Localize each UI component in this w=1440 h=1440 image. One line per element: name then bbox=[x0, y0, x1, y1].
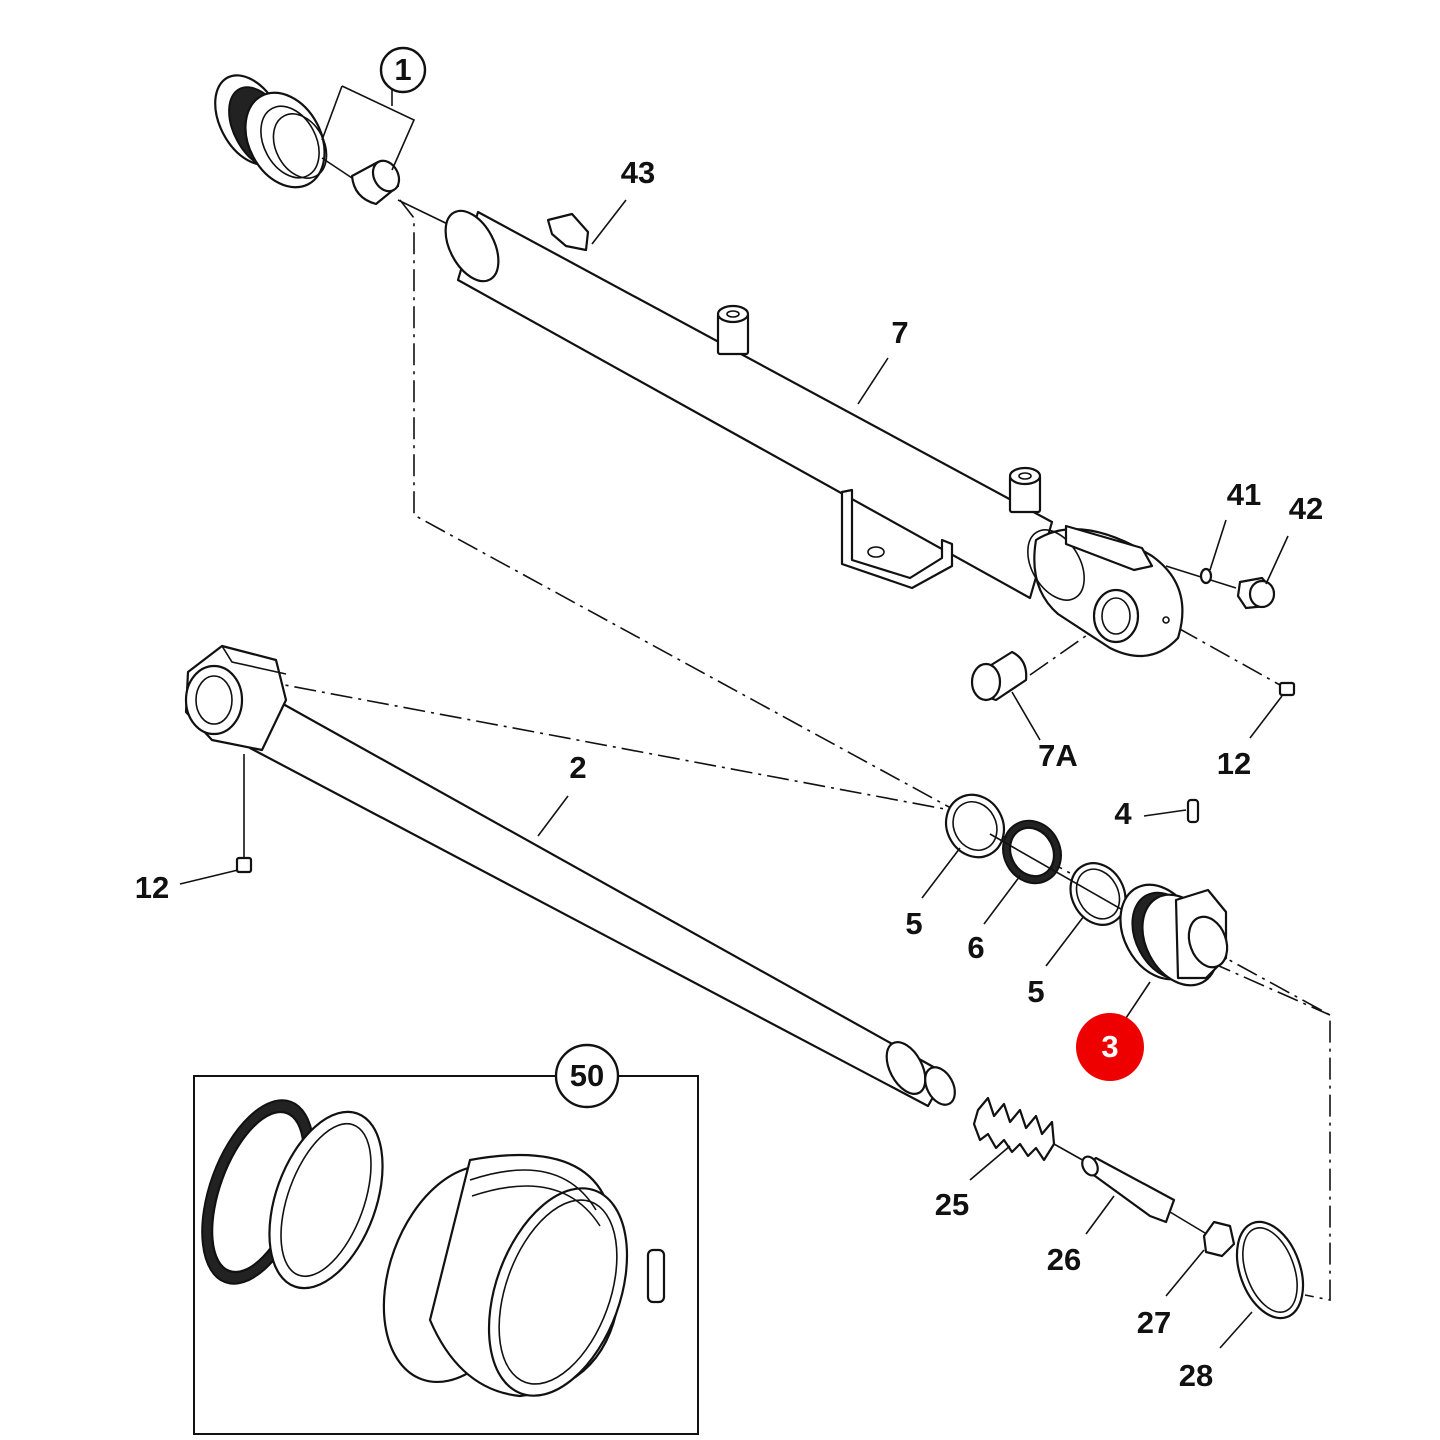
callout-12-right: 12 bbox=[1217, 746, 1251, 781]
assembly-dash-lines bbox=[257, 199, 1331, 1301]
callout-5-a: 5 bbox=[905, 906, 922, 941]
callout-50-text: 50 bbox=[570, 1058, 604, 1093]
leader-lines bbox=[179, 85, 1289, 1349]
seal-rings-parts-5-6 bbox=[944, 793, 1211, 961]
spring-part-25 bbox=[972, 1096, 1087, 1163]
bushing-part-7a bbox=[970, 650, 1028, 702]
pin-part-4 bbox=[1186, 798, 1200, 824]
fitting-parts-41-42 bbox=[1165, 565, 1276, 610]
plunger-part-26 bbox=[1081, 1155, 1211, 1237]
gland-part-1 bbox=[214, 74, 461, 231]
cylinder-barrel-part-7 bbox=[444, 209, 1184, 658]
nut-part-27 bbox=[1202, 1220, 1236, 1258]
seal-kit-inset-50 bbox=[193, 1075, 699, 1435]
callout-6: 6 bbox=[967, 930, 984, 965]
grease-fitting-part-12-right bbox=[1278, 681, 1296, 697]
piston-rod-part-2 bbox=[184, 644, 956, 1108]
callout-4: 4 bbox=[1114, 796, 1132, 831]
callout-3-highlight: 3 bbox=[1076, 1013, 1144, 1081]
callout-41: 41 bbox=[1227, 477, 1261, 512]
callout-3: 3 bbox=[1101, 1029, 1118, 1064]
callout-26: 26 bbox=[1047, 1242, 1081, 1277]
callout-42: 42 bbox=[1289, 491, 1323, 526]
snap-ring-part-28 bbox=[1235, 1220, 1305, 1320]
callout-7a: 7A bbox=[1038, 738, 1078, 773]
callout-25: 25 bbox=[935, 1187, 969, 1222]
callout-28: 28 bbox=[1179, 1358, 1213, 1393]
callout-5-b: 5 bbox=[1027, 974, 1044, 1009]
callout-1-text: 1 bbox=[394, 52, 411, 87]
callout-12-left: 12 bbox=[135, 870, 169, 905]
callout-43: 43 bbox=[621, 155, 655, 190]
piston-part-3 bbox=[1119, 883, 1229, 987]
grease-fitting-part-12-left bbox=[235, 856, 253, 874]
callout-1: 1 bbox=[379, 46, 427, 94]
callout-50: 50 bbox=[554, 1043, 620, 1109]
callout-7: 7 bbox=[891, 315, 908, 350]
callout-2: 2 bbox=[569, 750, 586, 785]
callout-27: 27 bbox=[1137, 1305, 1171, 1340]
